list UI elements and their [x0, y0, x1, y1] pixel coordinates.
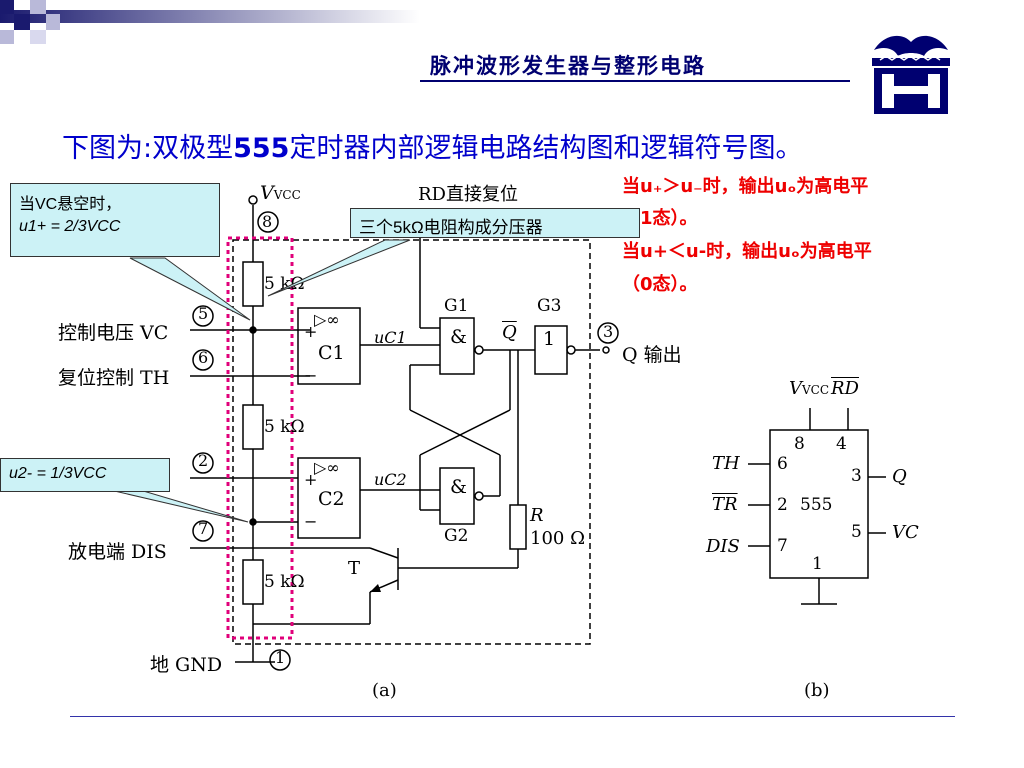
- callout-vc-float-line-2: u1+ = 2/3VCC: [19, 218, 121, 235]
- symbol-pin-4: 4: [836, 434, 847, 454]
- comparator-1-minus: −: [304, 366, 318, 385]
- gnd-label: 地 GND: [150, 654, 223, 676]
- main-heading: 下图为:双极型555定时器内部逻辑电路结构图和逻辑符号图。: [62, 126, 802, 165]
- symbol-pin-3: 3: [851, 466, 862, 486]
- callout-vc-float-line-1: 当VC悬空时，: [19, 196, 122, 213]
- dis-label: 放电端 DIS: [68, 541, 167, 563]
- callout-divider: 三个5kΩ电阻构成分压器: [350, 208, 640, 238]
- transistor-label: T: [348, 558, 361, 579]
- university-logo: [872, 35, 950, 114]
- qbar-label: Q: [502, 322, 517, 343]
- comparator-2-plus: +: [304, 470, 318, 489]
- symbol-vcc-sub: VCC: [802, 383, 830, 397]
- pin-6-label: 6: [198, 348, 209, 367]
- corner-decoration: [0, 0, 420, 44]
- symbol-tr-label: TR: [712, 494, 738, 515]
- gate-g2-label: G2: [444, 526, 469, 546]
- divider-highlight-box: [226, 236, 294, 640]
- gate-g3-label: G3: [537, 296, 562, 316]
- comparator-1-plus: +: [304, 322, 318, 341]
- note-line-3: 当u+＜u-时，输出uₒ为高电平: [622, 241, 872, 262]
- uc2-label: uC2: [374, 470, 407, 489]
- comparator-1-inf: ▷∞: [314, 310, 340, 329]
- resistor-1-label: 5 kΩ: [264, 274, 305, 294]
- comparator-2-label: C2: [318, 488, 345, 510]
- th-label: 复位控制 TH: [58, 367, 170, 389]
- gate-g3-symbol: 1: [543, 328, 556, 350]
- comparator-1-label: C1: [318, 342, 345, 364]
- heading-suffix: 定时器内部逻辑电路结构图和逻辑符号图。: [289, 133, 803, 164]
- pin-2-label: 2: [198, 451, 209, 470]
- pin-3-label: 3: [603, 322, 614, 341]
- gate-g2-symbol: &: [450, 476, 467, 498]
- symbol-pin-1: 1: [812, 554, 823, 574]
- symbol-q-label: Q: [892, 466, 907, 487]
- symbol-dis-label: DIS: [706, 536, 740, 557]
- caption-b: (b): [804, 680, 830, 701]
- comparator-2-inf: ▷∞: [314, 458, 340, 477]
- symbol-rd-label: RD: [831, 378, 859, 399]
- symbol-pin-7: 7: [777, 536, 788, 556]
- header-rule: [420, 80, 850, 82]
- r-value-label: 100 Ω: [530, 528, 586, 549]
- uc1-label: uC1: [374, 328, 407, 347]
- symbol-pin-5: 5: [851, 522, 862, 542]
- pin-5-label: 5: [198, 304, 209, 323]
- vc-label: 控制电压 VC: [58, 322, 169, 344]
- symbol-pin-2: 2: [777, 495, 788, 515]
- note-line-1: 当u₊＞u₋时，输出uₒ为高电平: [622, 176, 869, 197]
- r-label: R: [530, 505, 544, 526]
- vcc-sub: VCC: [273, 188, 301, 202]
- pin-7-label: 7: [198, 519, 209, 538]
- bottom-rule: [70, 716, 955, 717]
- caption-a: (a): [372, 680, 397, 701]
- note-line-4: （0态）。: [622, 274, 698, 295]
- symbol-vc-label: VC: [892, 522, 919, 543]
- pin-1-label: 1: [275, 648, 286, 667]
- callout-vc-float: 当VC悬空时， u1+ = 2/3VCC: [10, 183, 220, 257]
- symbol-vcc-label: VVCC: [789, 378, 830, 399]
- heading-number: 555: [233, 133, 290, 164]
- symbol-th-label: TH: [712, 453, 740, 474]
- symbol-pin-6: 6: [777, 454, 788, 474]
- vcc-label: VVCC: [260, 182, 301, 204]
- note-line-2: （1态）。: [622, 208, 698, 229]
- resistor-3-label: 5 kΩ: [264, 572, 305, 592]
- symbol-pin-8: 8: [794, 434, 805, 454]
- pin-8-label: 8: [262, 212, 273, 231]
- gate-g1-symbol: &: [450, 326, 467, 348]
- comparator-2-minus: −: [304, 512, 318, 531]
- heading-prefix: 下图为:双极型: [62, 133, 234, 164]
- symbol-name: 555: [800, 495, 833, 515]
- resistor-2-label: 5 kΩ: [264, 417, 305, 437]
- header-title: 脉冲波形发生器与整形电路: [430, 53, 706, 78]
- callout-u2: u2- = 1/3VCC: [0, 458, 170, 492]
- rd-label: RD直接复位: [418, 184, 518, 205]
- q-output-label: Q 输出: [622, 344, 682, 366]
- gate-g1-label: G1: [444, 296, 469, 316]
